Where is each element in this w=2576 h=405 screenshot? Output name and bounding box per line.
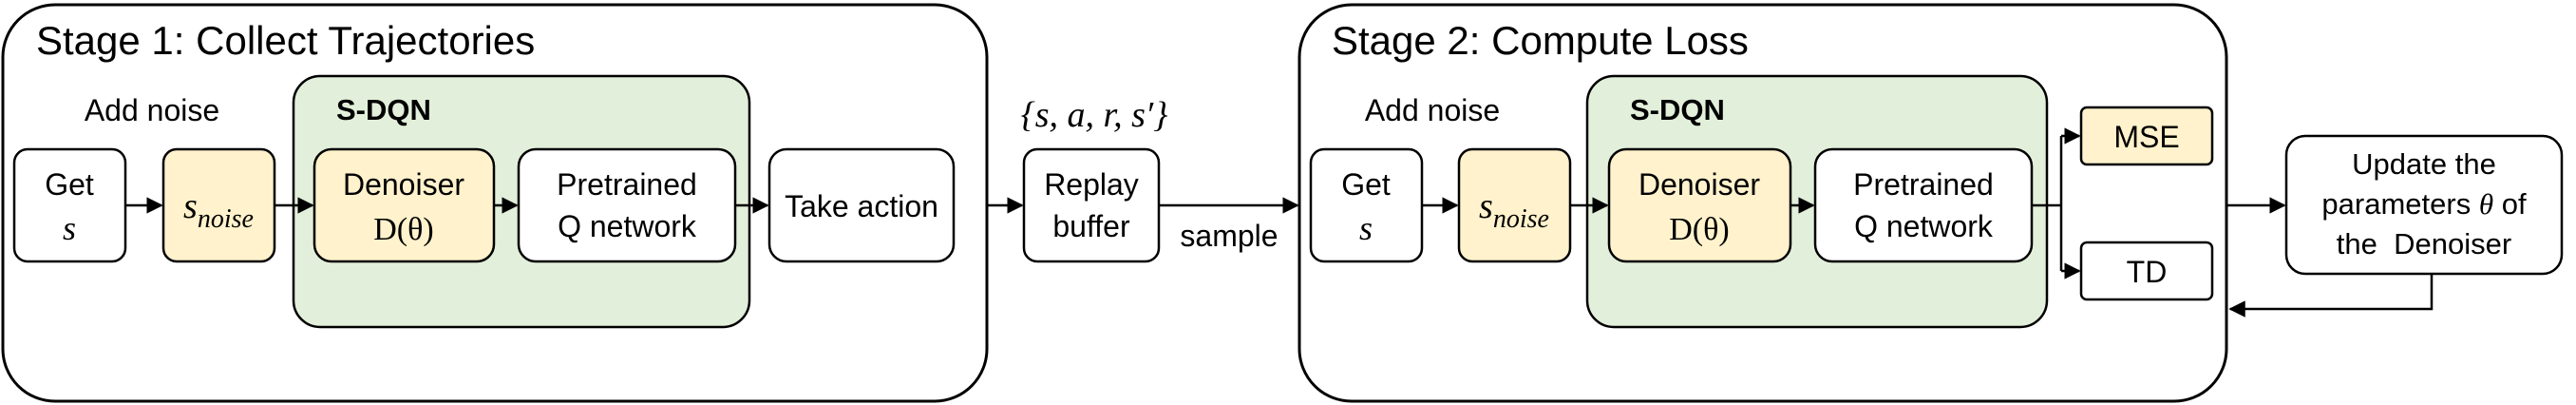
stage1-denoiser-label: Denoiser — [343, 167, 464, 202]
stage1-get-s-box: Get s — [12, 147, 127, 263]
stage1-s-noise-box: snoise — [161, 147, 276, 263]
stage2-pretrained-q-box: Pretrained Q network — [1813, 147, 2034, 263]
stage2-s-noise-box: snoise — [1457, 147, 1572, 263]
update-line2-prefix: parameters — [2321, 187, 2471, 221]
stage1-pretrained-line1: Pretrained — [557, 167, 697, 202]
stage2-get-label: Get — [1341, 167, 1391, 202]
stage1-take-action-box: Take action — [767, 147, 956, 263]
stage2-title: Stage 2: Compute Loss — [1332, 18, 1749, 63]
td-box: TD — [2079, 241, 2214, 301]
stage2-denoiser-formula: D(θ) — [1669, 212, 1729, 247]
update-line3: the Denoiser — [2337, 227, 2511, 260]
stage1-title: Stage 1: Collect Trajectories — [36, 18, 535, 63]
stage2-denoiser-box: Denoiser D(θ) — [1607, 147, 1792, 263]
stage2-pretrained-line1: Pretrained — [1853, 167, 1994, 202]
mse-box: MSE — [2079, 106, 2214, 166]
update-line1: Update the — [2352, 147, 2496, 181]
replay-line1: Replay — [1044, 167, 1139, 202]
svg-text:snoise: snoise — [1479, 186, 1549, 234]
stage1-sdqn-label: S-DQN — [336, 93, 431, 126]
stage2-s-noise-base: s — [1479, 186, 1493, 226]
mse-label: MSE — [2113, 120, 2179, 154]
stage2-add-noise-label: Add noise — [1365, 93, 1500, 127]
stage2-s-symbol: s — [1359, 209, 1373, 247]
update-line2-suffix: of — [2502, 187, 2527, 221]
replay-tuple: {s, a, r, s′} — [1021, 95, 1168, 135]
sample-label: sample — [1180, 219, 1278, 253]
stage2-sdqn-label: S-DQN — [1630, 93, 1725, 126]
svg-text:parameters θ of: parameters θ of — [2321, 187, 2527, 221]
stage1-take-action-label: Take action — [785, 189, 938, 223]
arrow-update-feedback — [2228, 274, 2434, 318]
replay-buffer-box: Replay buffer — [1022, 147, 1161, 263]
stage2-get-s-box: Get s — [1309, 147, 1424, 263]
stage1-denoiser-box: Denoiser D(θ) — [313, 147, 496, 263]
stage1-pretrained-line2: Q network — [558, 209, 697, 243]
stage1-denoiser-formula: D(θ) — [373, 212, 433, 247]
stage1-get-label: Get — [45, 167, 94, 202]
stage1-pretrained-q-box: Pretrained Q network — [517, 147, 737, 263]
update-parameters-box: Update the parameters θ of the Denoiser — [2284, 134, 2564, 276]
svg-text:snoise: snoise — [183, 186, 254, 234]
replay-line2: buffer — [1052, 209, 1130, 243]
stage2-denoiser-label: Denoiser — [1638, 167, 1760, 202]
stage2-pretrained-line2: Q network — [1854, 209, 1994, 243]
stage1-s-noise-sub: noise — [198, 204, 254, 234]
update-theta: θ — [2479, 187, 2493, 221]
td-label: TD — [2127, 255, 2168, 289]
stage1-add-noise-label: Add noise — [85, 93, 219, 127]
stage1-s-noise-base: s — [183, 186, 198, 226]
stage2-s-noise-sub: noise — [1493, 204, 1549, 234]
stage1-s-symbol: s — [63, 209, 76, 247]
